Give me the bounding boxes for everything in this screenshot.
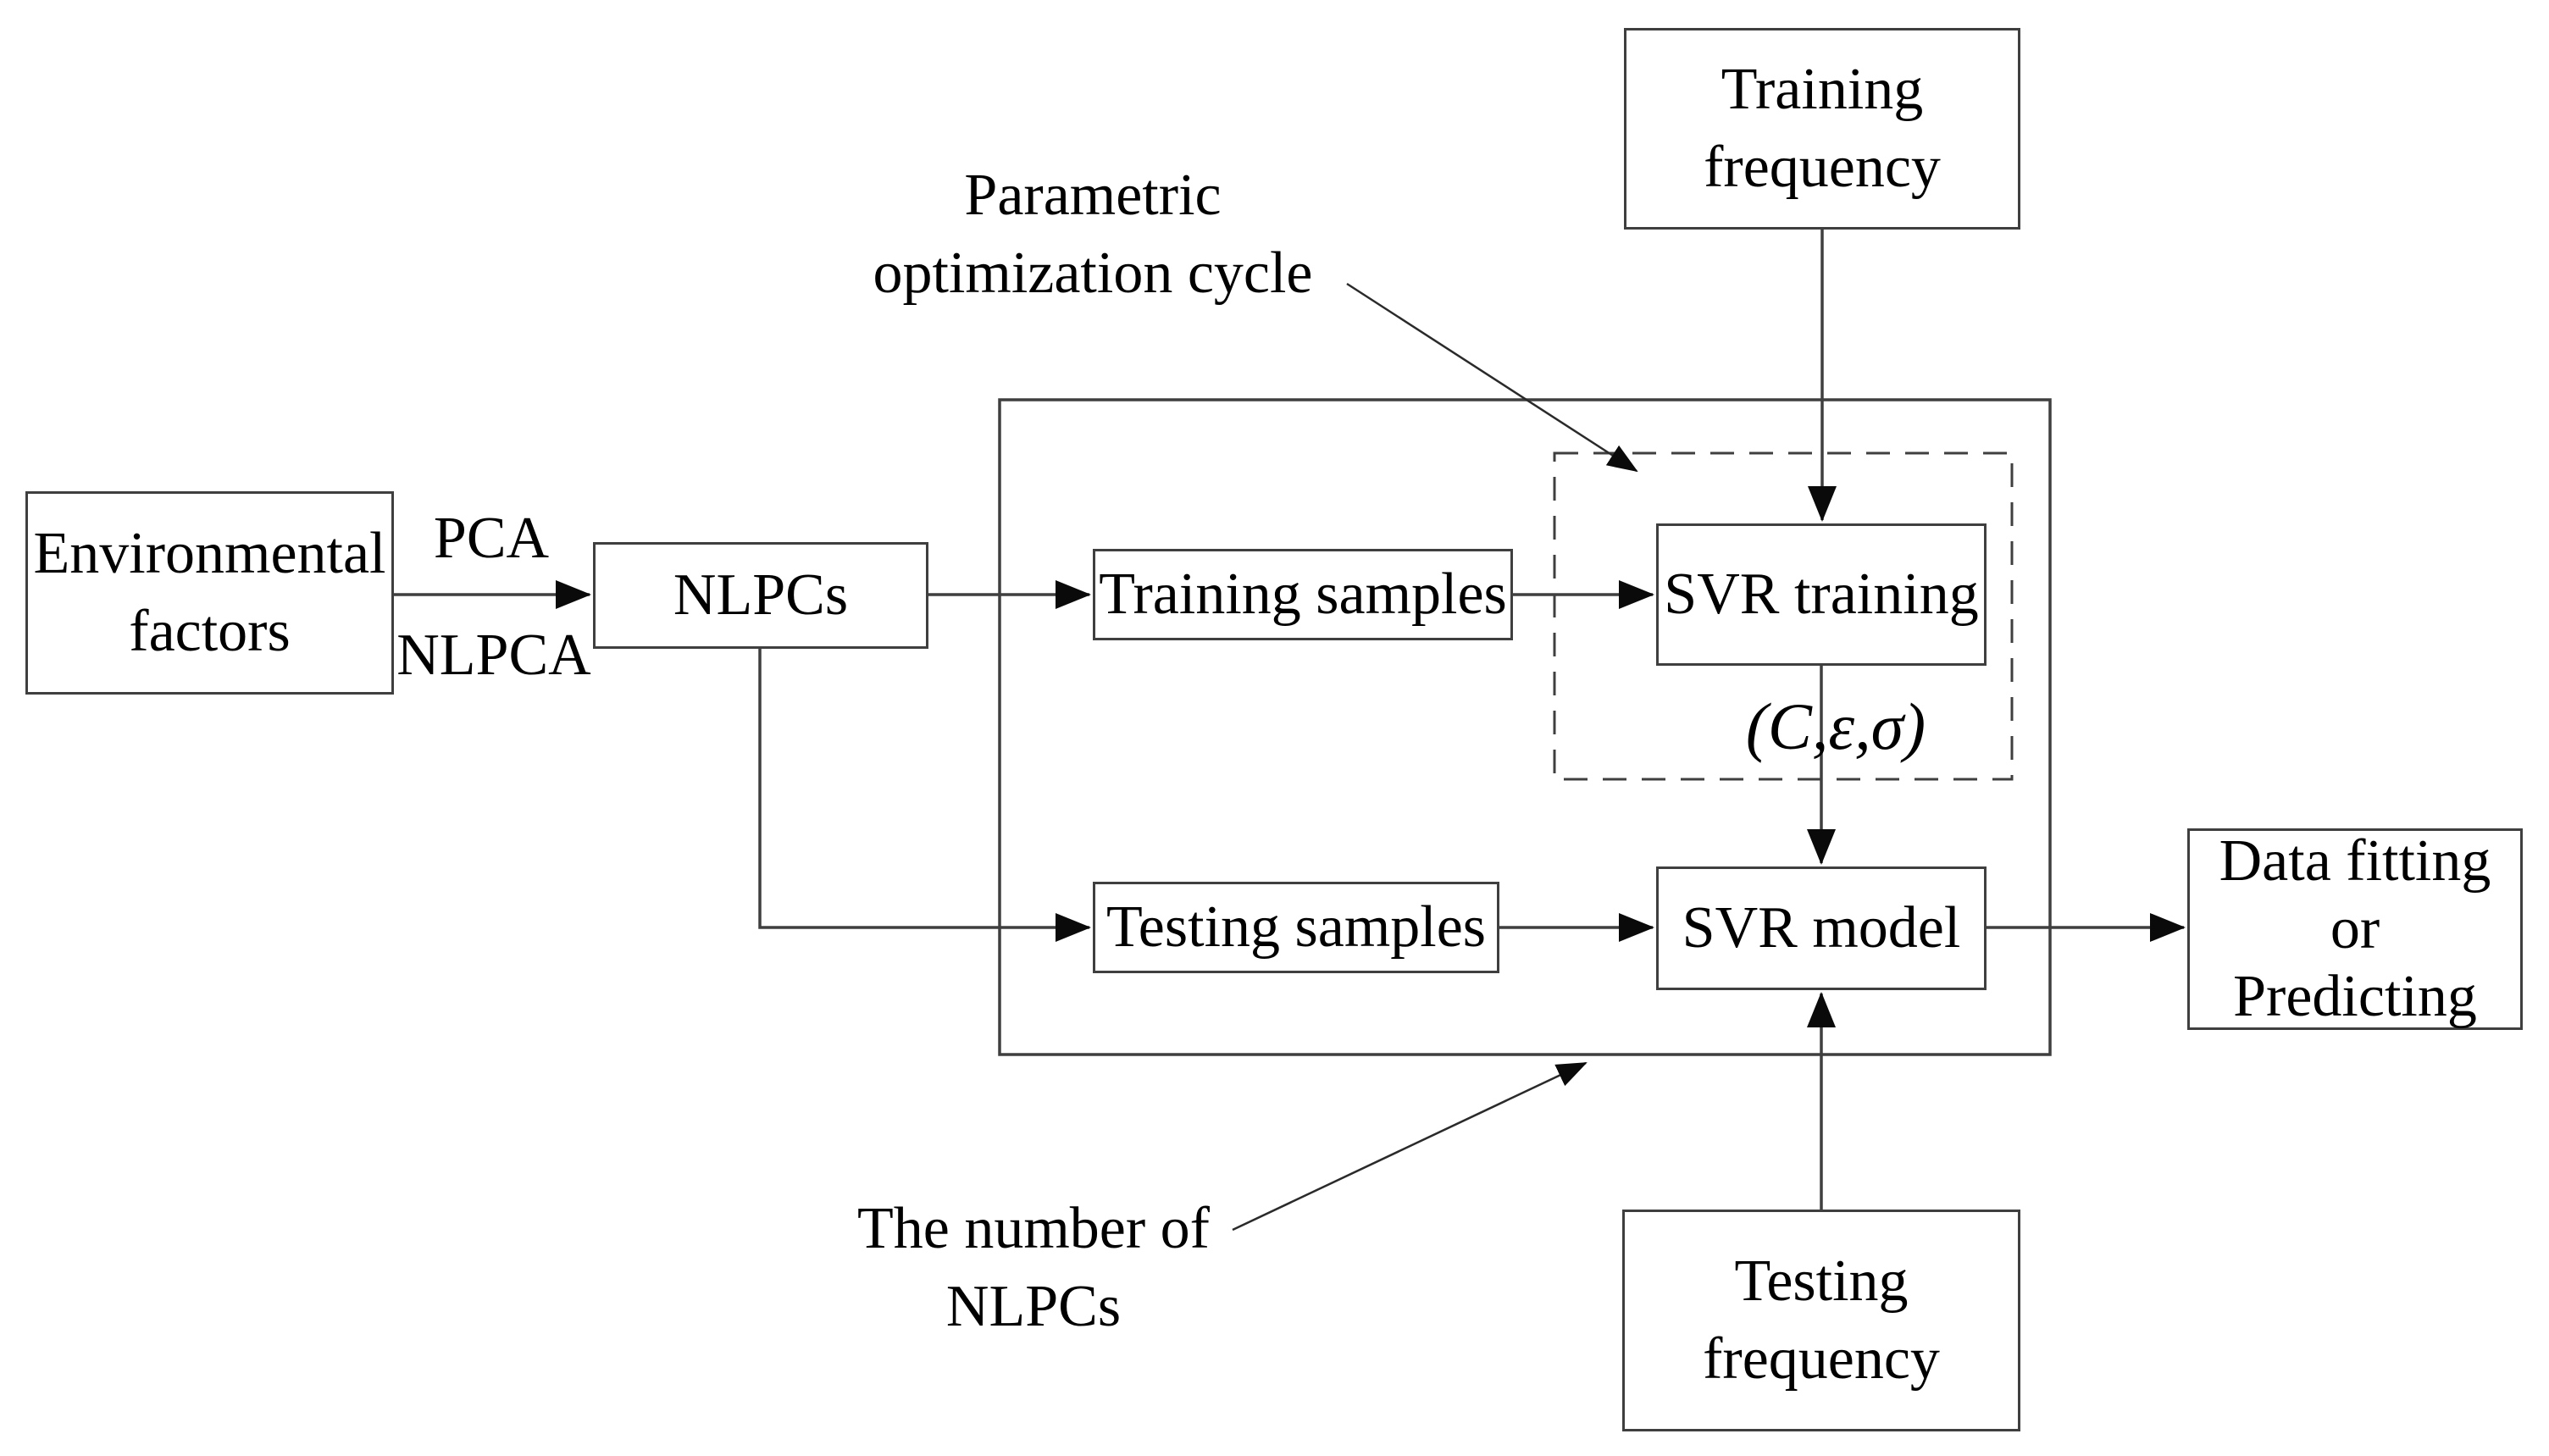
annotation-parametric-optimization-cycle: Parametric optimization cycle <box>873 163 1313 306</box>
parametric-optimization-dashed-box <box>1553 451 2014 781</box>
node-svr-training: SVR training <box>1656 523 1987 666</box>
edge-parametric-annotation-pointer <box>1346 282 1638 473</box>
edge-nlpcs-to-testing-samples <box>758 649 1091 942</box>
node-testing-samples: Testing samples <box>1093 882 1499 973</box>
node-training-frequency: Training frequency <box>1624 28 2020 230</box>
edge-nlpc-count-annotation-pointer <box>1232 1061 1588 1232</box>
node-data-fitting-or-predicting: Data fitting or Predicting <box>2187 828 2523 1030</box>
label-nlpca: NLPCA <box>396 623 591 688</box>
node-svr-model: SVR model <box>1656 866 1987 990</box>
label-pca: PCA <box>433 506 550 571</box>
annotation-number-of-nlpcs: The number of NLPCs <box>857 1196 1210 1339</box>
node-nlpcs: NLPCs <box>593 542 928 649</box>
label-svr-parameters: (C,ε,σ) <box>1745 689 1926 763</box>
node-training-samples: Training samples <box>1093 549 1513 640</box>
node-testing-frequency: Testing frequency <box>1622 1210 2020 1431</box>
node-environmental-factors: Environmental factors <box>25 491 394 695</box>
